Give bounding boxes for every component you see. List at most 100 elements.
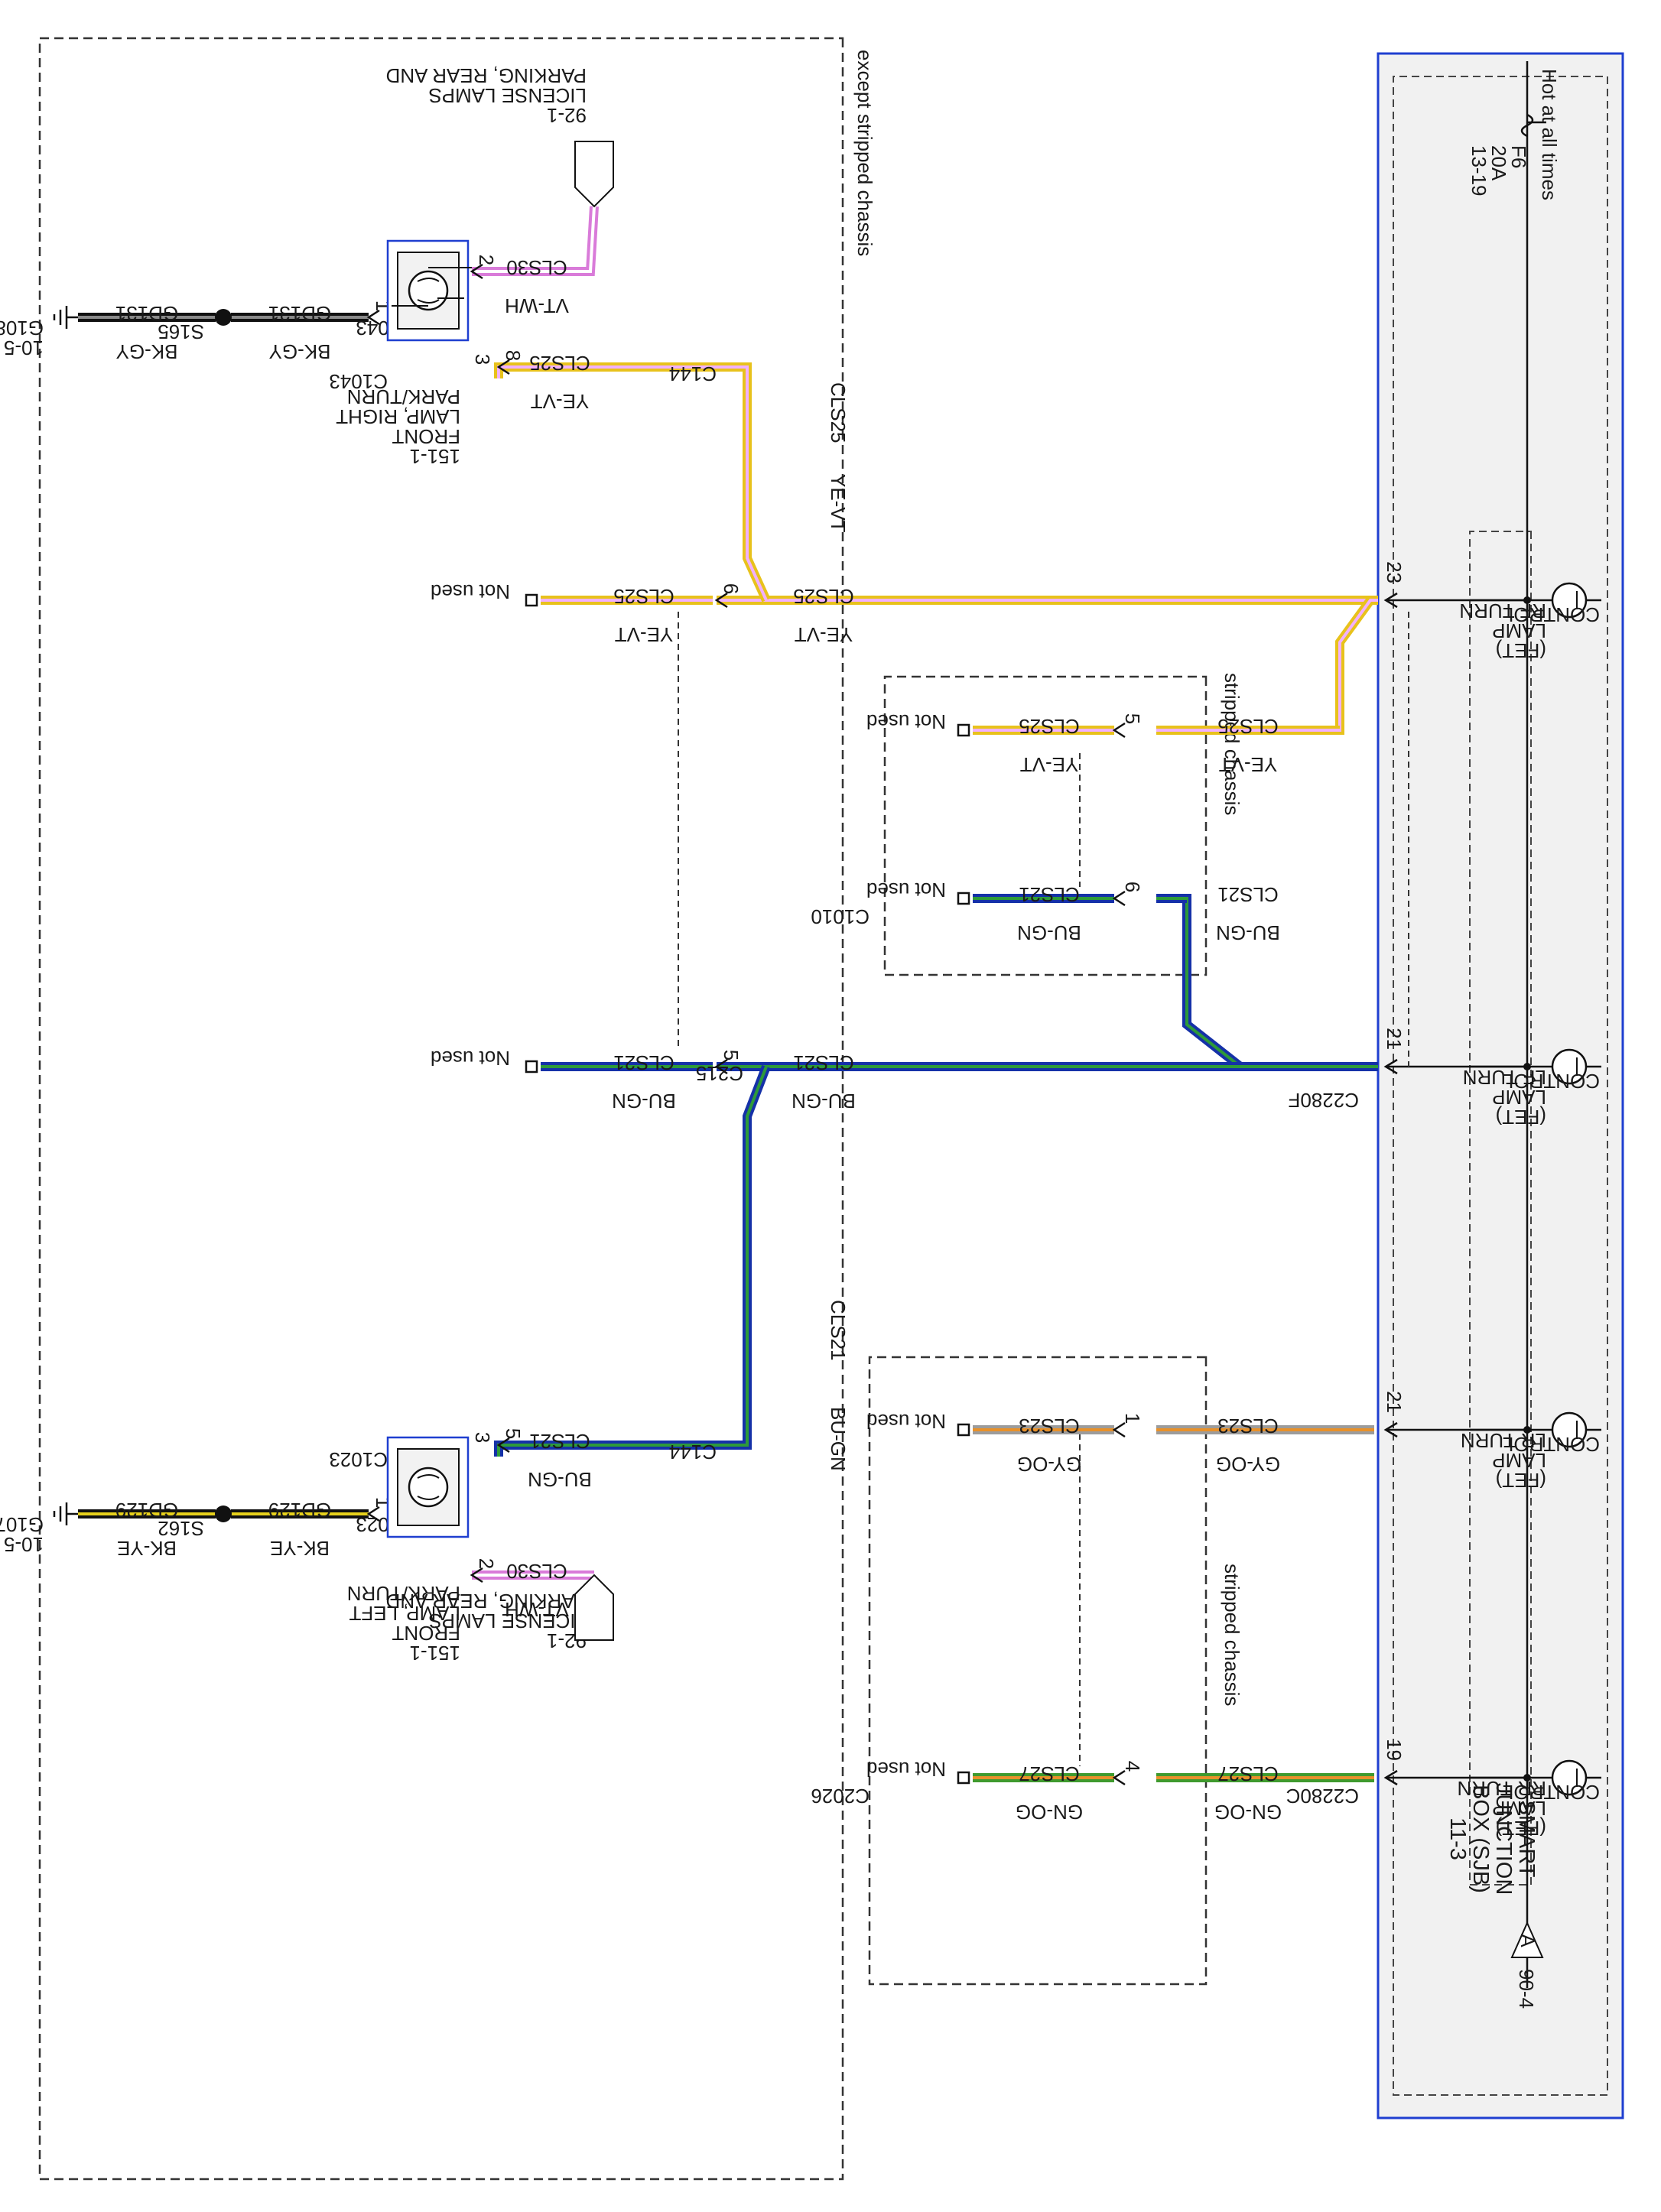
connector-c1010: C1010 bbox=[811, 905, 870, 928]
pin-number-lf_lamp_2: 2 bbox=[475, 1558, 498, 1569]
bulb-icon bbox=[408, 270, 449, 311]
control-label: CONTROL bbox=[1503, 1781, 1600, 1804]
pin-number-lf_c144: 5 bbox=[502, 1428, 525, 1439]
pin-arrow-icon bbox=[1112, 1421, 1126, 1438]
wire-rf-to-lamp-label-color: YE-VT bbox=[531, 390, 590, 413]
not-used-terminal-icon bbox=[957, 723, 970, 737]
stripped-top-label: stripped chassis bbox=[1221, 673, 1243, 815]
hot-at-all-times-label: Hot at all times bbox=[1538, 69, 1561, 200]
ground-g108-label: G108 bbox=[0, 317, 44, 339]
wire-lf-notused-label-color: BU-GN bbox=[612, 1090, 676, 1112]
stripped-chassis-region-bottom bbox=[868, 1356, 1208, 1986]
fuse-f6-icon: F6 20A 13-19 bbox=[1468, 113, 1534, 197]
wire-lr-main-label-color: GY-OG bbox=[1216, 1453, 1280, 1476]
not-used-label: Not used bbox=[866, 710, 946, 733]
wire-rr-main-label-color: GN-OG bbox=[1214, 1801, 1282, 1824]
wire-lf-to-lamp-label-circuit: CLS21 bbox=[529, 1430, 590, 1453]
pin-arrow-icon bbox=[366, 309, 380, 326]
offpage-connector-icon: A 90-4 bbox=[1510, 1921, 1544, 2009]
wire-lf-gnd1-label-circuit: GD129 bbox=[268, 1499, 331, 1522]
wire-rf-gnd2-label-color: BK-GY bbox=[116, 340, 178, 363]
connector-c1043_pin: C1043 bbox=[329, 370, 388, 393]
wire-rf-park-label-circuit: CLS30 bbox=[506, 256, 567, 279]
offpage-letter: A bbox=[1516, 1934, 1539, 1947]
wire-lf-gnd1-label-color: BK-YE bbox=[270, 1537, 330, 1560]
pin-number-lf_c215: 5 bbox=[720, 1050, 743, 1061]
ground-g108-icon bbox=[53, 306, 78, 329]
control-label: CONTROL bbox=[1503, 603, 1600, 626]
parking-ref-right-label: LICENSE LAMPS bbox=[428, 84, 587, 107]
driver-label: LF TURN bbox=[1463, 1066, 1546, 1089]
lamp-rf-label: FRONT bbox=[392, 425, 460, 448]
driver-label: RF TURN bbox=[1459, 599, 1546, 622]
connector-c144_bot: C144 bbox=[669, 1441, 717, 1463]
wire-lf-str-main-label-color: BU-GN bbox=[1216, 921, 1280, 944]
fuse-label: 20A bbox=[1487, 145, 1510, 181]
not-used-terminal-icon bbox=[957, 892, 970, 905]
wire-rf-gnd1-label-circuit: GD131 bbox=[268, 302, 331, 325]
wire-rr-nu-label-color: GN-OG bbox=[1016, 1801, 1083, 1824]
wire-rf-main-label-color: YE-VT bbox=[795, 623, 853, 646]
splice-s165-icon bbox=[215, 309, 232, 326]
wire-lf-str-nu-label-circuit: CLS21 bbox=[1019, 883, 1080, 906]
not-used-label: Not used bbox=[431, 580, 510, 603]
wire-lr-main-label-circuit: CLS23 bbox=[1217, 1415, 1279, 1437]
wire-lf-notused-label-circuit: CLS21 bbox=[613, 1051, 674, 1074]
bulb-icon bbox=[408, 1467, 449, 1508]
not-used-label: Not used bbox=[866, 1410, 946, 1433]
wire-lf-main-label-color: BU-GN bbox=[791, 1090, 856, 1112]
wire-rf-str-main-label-circuit: CLS25 bbox=[1217, 715, 1279, 738]
wire-lf-down-circuit: CLS21 bbox=[827, 1300, 850, 1361]
driver-label: LAMP bbox=[1492, 1086, 1546, 1109]
wire-rf-gnd1-label-color: BK-GY bbox=[269, 340, 331, 363]
wire-rr-nu-label-circuit: CLS27 bbox=[1019, 1762, 1080, 1785]
splice-s162-icon bbox=[215, 1506, 232, 1522]
wire-rf-park bbox=[472, 206, 599, 276]
wire-lf-park-label-circuit: CLS30 bbox=[506, 1560, 567, 1583]
wire-rf-str-nu-label-color: YE-VT bbox=[1020, 753, 1079, 776]
pin-arrow-icon bbox=[1383, 1058, 1398, 1075]
parking-ref-right-label: 92-1 bbox=[547, 104, 587, 127]
pin-number-rf_lamp_2: 2 bbox=[475, 255, 498, 265]
lamp-lf-label: FRONT bbox=[392, 1622, 460, 1645]
connector-c144_top: C144 bbox=[669, 362, 717, 385]
splice-s165-label: S165 bbox=[158, 320, 204, 343]
ground-g107-ref: 10-5 bbox=[4, 1533, 44, 1556]
stripped-bottom-label: stripped chassis bbox=[1221, 1564, 1243, 1706]
wire-rf-to-lamp bbox=[494, 362, 771, 603]
control-label: CONTROL bbox=[1503, 1070, 1600, 1093]
wire-lf-main-label-circuit: CLS21 bbox=[793, 1051, 854, 1074]
sjb-name-line: 11-3 bbox=[1445, 1817, 1470, 1860]
wire-lf-str-main-label-circuit: CLS21 bbox=[1217, 883, 1279, 906]
pin-arrow-icon bbox=[1383, 1421, 1398, 1438]
smart-junction-box: SMART JUNCTION BOX (SJB) 11-3 bbox=[1377, 52, 1624, 2119]
ground-g108-ref: 10-5 bbox=[4, 336, 44, 359]
parking-lamps-offpage-left-icon bbox=[574, 1574, 614, 1641]
not-used-terminal-icon bbox=[957, 1423, 970, 1437]
sjb-pin-number: 21 bbox=[1383, 1028, 1406, 1050]
offpage-ref: 90-4 bbox=[1515, 1969, 1538, 2009]
pin-arrow-icon bbox=[714, 1058, 728, 1075]
parking-ref-left-label: PARKING, REAR AND bbox=[386, 1590, 587, 1613]
park-turn-lamp-left-front bbox=[386, 1436, 470, 1538]
wire-rf-notused-label-color: YE-VT bbox=[615, 623, 674, 646]
wire-lf-to-lamp-label-color: BU-GN bbox=[528, 1468, 592, 1491]
sjb-pin-number: 23 bbox=[1383, 561, 1406, 583]
pin-arrow-icon bbox=[496, 359, 510, 375]
pin-arrow-icon bbox=[1383, 1769, 1398, 1786]
pin-number-rf_lamp_3: 3 bbox=[471, 354, 494, 365]
parking-ref-right-label: PARKING, REAR AND bbox=[386, 64, 587, 87]
pin-number-rf_c1010: 6 bbox=[720, 583, 743, 594]
driver-label: (FET) bbox=[1496, 1106, 1546, 1129]
wire-rf-down-circuit: CLS25 bbox=[827, 382, 850, 443]
lamp-lf-label: PARK/TURN bbox=[347, 1582, 460, 1605]
not-used-label: Not used bbox=[866, 1758, 946, 1781]
parking-ref-left-label: LICENSE LAMPS bbox=[428, 1609, 587, 1632]
pin-number-rf_c1010: 6 bbox=[1121, 882, 1144, 892]
sjb-pin-number: 19 bbox=[1383, 1739, 1406, 1761]
wire-rf-main-label-circuit: CLS25 bbox=[793, 585, 854, 608]
driver-label: (FET) bbox=[1496, 1469, 1546, 1492]
